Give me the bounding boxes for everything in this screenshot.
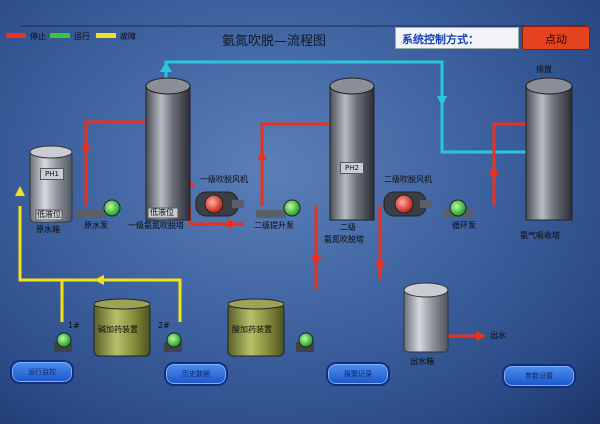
pump-1-label: 1#: [68, 321, 80, 330]
alarm-button[interactable]: 报警记录: [326, 362, 390, 386]
raw-tank-label: 原水箱: [36, 225, 60, 234]
ph1-indicator: PH1: [40, 168, 64, 180]
outlet-tank-label: 出水箱: [410, 357, 434, 366]
pump-2-label: 2#: [158, 321, 170, 330]
dosing-pump-1[interactable]: [54, 332, 72, 352]
fan2-label: 二级吹脱风机: [384, 175, 432, 184]
history-button-label: 历史数据: [182, 370, 210, 378]
legend-swatch: [6, 33, 26, 38]
control-mode-label-box: 系统控制方式：: [395, 27, 519, 49]
level-indicator-2: [147, 207, 179, 219]
outlet-tank: [403, 289, 449, 353]
control-mode-label: 系统控制方式：: [402, 33, 479, 46]
acid-device-label: 酸加药装置: [232, 325, 272, 334]
raw-water-pump[interactable]: [76, 199, 121, 218]
tower2-label-line1: 二级: [340, 223, 356, 232]
arrow-right-icon: [228, 219, 238, 229]
ammonia-absorber: [525, 85, 573, 221]
legend-label: 故障: [120, 32, 136, 41]
gas-arrow-up-icon: [160, 62, 172, 72]
dosing-pump-3[interactable]: [296, 332, 314, 352]
tower2-label-line2: 氨氮吹脱塔: [324, 235, 364, 244]
arrow-up-icon: [489, 165, 499, 175]
arrow-down-icon: [375, 262, 385, 272]
tower1-label: 一级氨氮吹脱塔: [128, 221, 184, 230]
arrow-up-icon: [81, 140, 91, 150]
absorber-label: 氨气吸收塔: [520, 231, 560, 240]
blower-1[interactable]: [195, 191, 244, 217]
dosing-pump-2[interactable]: [164, 332, 182, 352]
legend-swatch: [96, 33, 116, 38]
control-mode-button[interactable]: 点动: [522, 26, 590, 50]
legend-swatch: [50, 33, 70, 38]
stripping-tower-2: [329, 85, 375, 221]
raw-pump-label: 原水泵: [84, 221, 108, 230]
circulation-pump[interactable]: [444, 199, 474, 218]
level-indicator-1: [35, 209, 63, 221]
fan1-label: 一级吹脱风机: [200, 175, 248, 184]
history-button[interactable]: 历史数据: [164, 362, 228, 386]
gas-arrow-down-icon: [437, 96, 447, 106]
level-label-2: 低液位: [150, 208, 174, 217]
vent-label: 排放: [536, 65, 552, 74]
stripping-tower-1: [145, 85, 191, 221]
monitor-button[interactable]: 运行监控: [10, 360, 74, 384]
page-title: 氨氮吹脱—流程图: [222, 34, 327, 49]
arrow-down-icon: [311, 256, 321, 266]
lift-pump-label: 二级提升泵: [254, 221, 294, 230]
blower-2[interactable]: [383, 191, 432, 217]
alkali-device-label: 碱加药装置: [98, 325, 138, 334]
lift-pump[interactable]: [256, 199, 301, 218]
ph2-indicator: PH2: [340, 162, 364, 174]
arrow-up-icon: [257, 150, 267, 160]
monitor-button-label: 运行监控: [28, 368, 56, 376]
arrow-right-icon: [476, 331, 486, 341]
legend-label: 停止: [30, 32, 46, 41]
legend-label: 运行: [74, 32, 90, 41]
circ-pump-label: 循环泵: [452, 221, 476, 230]
settings-button-label: 参数设置: [525, 372, 553, 380]
arrow-up-icon: [15, 186, 25, 196]
alarm-button-label: 报警记录: [344, 370, 372, 378]
level-label-1: 低液位: [37, 210, 61, 219]
arrow-left-icon: [94, 275, 104, 285]
outlet-label: 出水: [490, 331, 506, 340]
settings-button[interactable]: 参数设置: [502, 364, 576, 388]
control-mode-value: 点动: [545, 33, 567, 46]
